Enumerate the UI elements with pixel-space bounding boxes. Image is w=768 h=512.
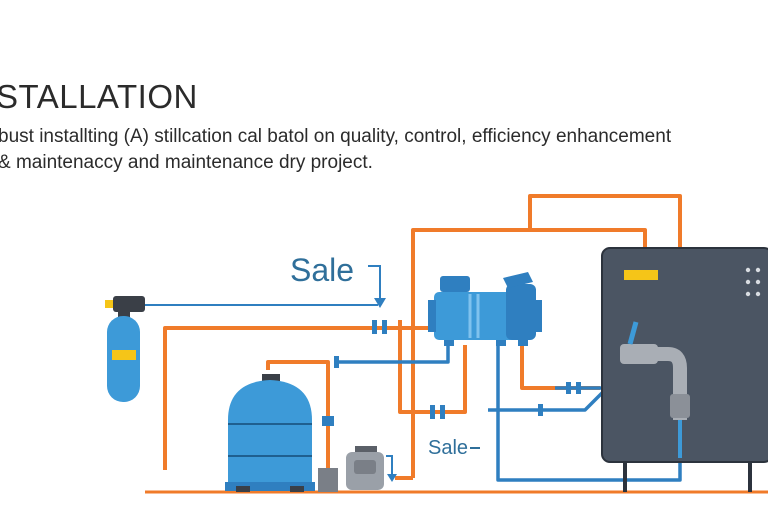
pump-arrow-head (387, 474, 397, 482)
tank-base (225, 482, 315, 491)
filter-head (113, 296, 145, 312)
cabinet-vent-dots (745, 267, 761, 297)
coupling-4 (440, 405, 445, 419)
tank-valve (262, 374, 280, 382)
coupling-3 (430, 405, 435, 419)
cabinet-indicator (624, 270, 658, 280)
main-pump-cap (440, 276, 470, 292)
main-pump-handle (503, 272, 533, 288)
pipe-couplings (334, 320, 581, 419)
coupling-5 (538, 404, 543, 416)
tank-foot-left (236, 486, 250, 492)
main-pump-foot-3 (518, 340, 528, 346)
tank-foot-right (290, 486, 304, 492)
sale-arrow-top-head (374, 298, 386, 308)
main-pump-flange-left (428, 300, 436, 332)
description: bust installting (A) stillcation cal bat… (0, 124, 671, 176)
filter-cap (105, 300, 115, 308)
page-title: STALLATION (0, 78, 198, 115)
pressure-tank (225, 374, 315, 492)
main-pump-flange-right (534, 300, 542, 332)
riser-valve (322, 416, 334, 426)
coupling-6 (566, 382, 571, 394)
description-line-2: & maintenaccy and maintenance dry projec… (0, 152, 373, 173)
orange-pipe-right (520, 345, 600, 390)
coupling-1 (372, 320, 377, 334)
main-pump-motor (506, 284, 536, 340)
cabinet-blue-feed (627, 321, 639, 345)
blue-pipe-mid (338, 345, 450, 364)
coupling-7 (576, 382, 581, 394)
main-pump-unit (428, 272, 542, 346)
pump-top (355, 446, 377, 452)
riser-block (318, 468, 338, 492)
tank-body (228, 380, 312, 490)
sale-label-bottom: Sale (428, 437, 468, 459)
cabinet-pipe-fitting (620, 344, 658, 364)
cabinet-body (601, 247, 768, 463)
orange-pipe-top-bridge (528, 194, 682, 248)
sale-arrow-top (368, 265, 381, 300)
coupling-2 (382, 320, 387, 334)
cabinet-elbow-pipe (650, 347, 687, 420)
control-cabinet (601, 247, 768, 492)
description-line-1: bust installting (A) stillcation cal bat… (0, 126, 672, 147)
pump-window (354, 460, 376, 474)
small-pump (346, 446, 384, 490)
main-pump-foot-2 (496, 340, 506, 346)
pump-arrow (386, 455, 393, 476)
filter-label (112, 350, 136, 360)
cabinet-pipe-coupling (670, 394, 690, 418)
sale-label-top: Sale (290, 252, 354, 288)
water-filter (105, 296, 145, 402)
coupling-8 (334, 356, 339, 368)
main-pump-foot-1 (444, 340, 454, 346)
orange-pipe-left (163, 326, 440, 470)
